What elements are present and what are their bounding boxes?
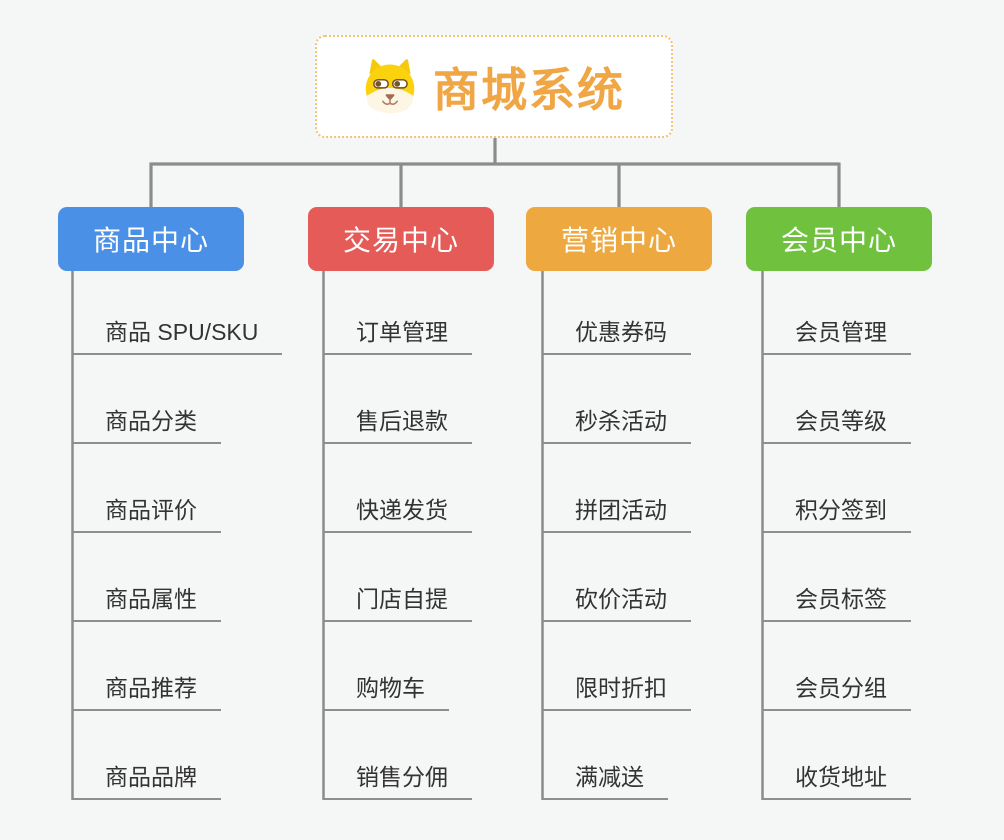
leaf-item[interactable]: 商品 SPU/SKU (72, 317, 283, 355)
leaf-item[interactable]: 会员管理 (762, 317, 911, 355)
branch-node-member-center[interactable]: 会员中心 (746, 207, 932, 271)
leaf-item[interactable]: 拼团活动 (542, 495, 691, 533)
leaf-item[interactable]: 销售分佣 (323, 762, 472, 800)
leaf-item[interactable]: 砍价活动 (542, 584, 691, 622)
leaf-item[interactable]: 售后退款 (323, 406, 472, 444)
leaf-item[interactable]: 会员等级 (762, 406, 911, 444)
leaf-item[interactable]: 优惠券码 (542, 317, 691, 355)
leaf-item[interactable]: 会员标签 (762, 584, 911, 622)
root-node[interactable]: 商城系统 (315, 35, 673, 138)
branch-node-product-center[interactable]: 商品中心 (58, 207, 244, 271)
leaf-item[interactable]: 商品品牌 (72, 762, 221, 800)
leaf-item[interactable]: 门店自提 (323, 584, 472, 622)
root-title: 商城系统 (433, 63, 625, 116)
leaf-item[interactable]: 限时折扣 (542, 673, 691, 711)
leaf-item[interactable]: 快递发货 (323, 495, 472, 533)
leaf-item[interactable]: 商品属性 (72, 584, 221, 622)
branch-node-trade-center[interactable]: 交易中心 (308, 207, 494, 271)
leaf-item[interactable]: 商品分类 (72, 406, 221, 444)
leaf-item[interactable]: 商品评价 (72, 495, 221, 533)
leaf-item[interactable]: 商品推荐 (72, 673, 221, 711)
leaf-item[interactable]: 秒杀活动 (542, 406, 691, 444)
leaf-item[interactable]: 订单管理 (323, 317, 472, 355)
leaf-item[interactable]: 满减送 (542, 762, 668, 800)
leaf-item[interactable]: 会员分组 (762, 673, 911, 711)
leaf-item[interactable]: 收货地址 (762, 762, 911, 800)
dog-face-icon (365, 58, 415, 113)
leaf-item[interactable]: 购物车 (323, 673, 449, 711)
leaf-item[interactable]: 积分签到 (762, 495, 911, 533)
branch-node-marketing-center[interactable]: 营销中心 (526, 207, 712, 271)
